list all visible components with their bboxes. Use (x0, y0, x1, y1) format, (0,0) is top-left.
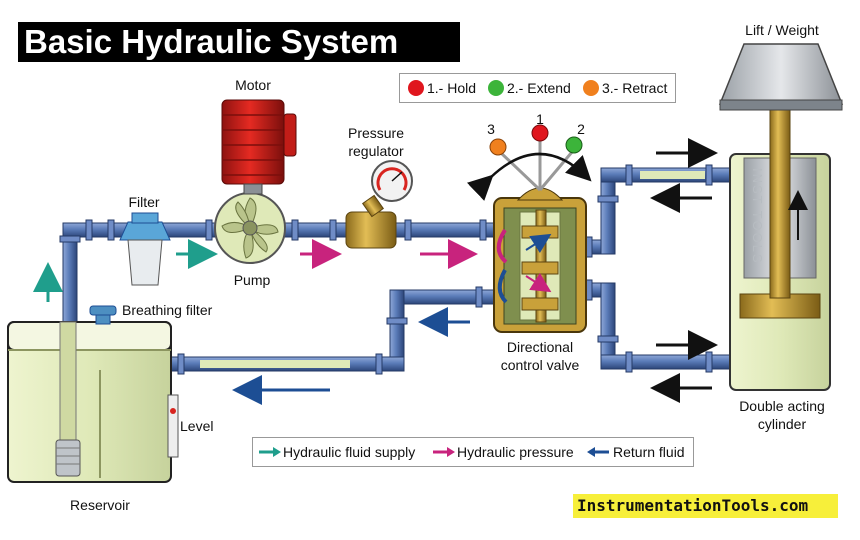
double-acting-cylinder (729, 107, 831, 391)
hold-dot-icon (408, 80, 424, 96)
motor-unit (221, 99, 297, 195)
filter-unit (119, 212, 171, 286)
directional-control-valve (466, 140, 592, 333)
return-arrow-icon (587, 447, 609, 457)
pump-unit (214, 192, 286, 264)
legend-supply-label: Hydraulic fluid supply (283, 444, 416, 460)
breathing-filter (89, 305, 117, 325)
level-label: Level (180, 418, 214, 434)
retract-dot-icon (583, 80, 599, 96)
lever-1-number: 1 (536, 111, 544, 127)
directional-valve-label-1: Directional (506, 339, 574, 355)
lever-2-number: 2 (577, 121, 585, 137)
lever-extend-knob (565, 136, 583, 154)
legend-pressure-label: Hydraulic pressure (457, 444, 574, 460)
lift-weight-block (718, 43, 844, 111)
legend-extend-label: 2.- Extend (507, 80, 571, 96)
pump-label: Pump (233, 272, 271, 288)
lever-hold-knob (531, 124, 549, 142)
legend-hold-label: 1.- Hold (427, 80, 477, 96)
breathing-filter-label: Breathing filter (122, 302, 213, 318)
legend-retract-label: 3.- Retract (602, 80, 668, 96)
cylinder-watermark-text: INST TOOLS (750, 168, 765, 265)
site-watermark: InstrumentationTools.com (573, 494, 838, 518)
flow-arrows (33, 138, 718, 405)
motor-label: Motor (235, 77, 271, 93)
valve-position-legend: 1.- Hold 2.- Extend 3.- Retract (399, 73, 676, 103)
lever-retract-knob (489, 138, 507, 156)
supply-arrow-icon (259, 447, 281, 457)
pressure-regulator (345, 160, 413, 249)
pressure-regulator-label-1: Pressure (347, 125, 405, 141)
legend-return-label: Return fluid (613, 444, 685, 460)
diagram-title: Basic Hydraulic System (18, 22, 460, 62)
extend-dot-icon (488, 80, 504, 96)
reservoir-tank (7, 321, 179, 483)
cylinder-label-1: Double acting (739, 398, 825, 414)
pressure-regulator-label-2: regulator (348, 143, 404, 159)
lift-weight-label: Lift / Weight (745, 22, 819, 38)
directional-valve-label-2: control valve (500, 357, 580, 373)
reservoir-label: Reservoir (70, 497, 130, 513)
pressure-arrow-icon (433, 447, 455, 457)
lever-3-number: 3 (487, 121, 495, 137)
filter-label: Filter (128, 194, 160, 210)
flow-legend: Hydraulic fluid supply Hydraulic pressur… (252, 437, 694, 467)
pipe-network (59, 164, 732, 375)
cylinder-label-2: cylinder (757, 416, 807, 432)
